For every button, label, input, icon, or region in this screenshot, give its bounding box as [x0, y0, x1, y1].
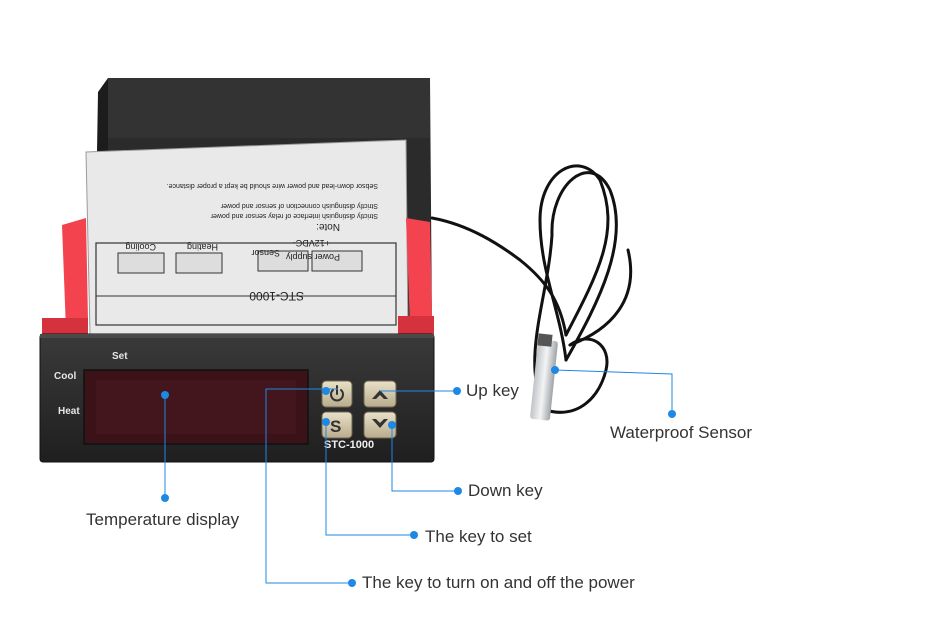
- set-key[interactable]: S: [321, 411, 353, 439]
- sensor-cable: [430, 164, 633, 414]
- set-indicator-label: Set: [112, 351, 128, 362]
- terminal-blocks: [117, 250, 363, 274]
- callout-dots: [161, 366, 676, 587]
- temperature-display: [83, 369, 309, 445]
- panel-labels: Set Cool Heat: [54, 351, 128, 417]
- power-key[interactable]: [321, 380, 353, 408]
- wiring-label: STC-1000 Power supply Sensor +12VDC- Hea…: [85, 139, 409, 335]
- power-icon: [330, 385, 344, 402]
- callout-lines: [164, 369, 673, 584]
- down-key-leader: [391, 425, 458, 492]
- label-power-supply: Power supply: [285, 252, 340, 262]
- waterproof-sensor-callout: Waterproof Sensor: [610, 423, 753, 442]
- chevron-down-icon: [372, 419, 388, 428]
- waterproof-sensor-probe: [530, 333, 558, 421]
- sensor-leader: [554, 369, 673, 414]
- label-cooling: Cooling: [125, 242, 156, 252]
- label-text: STC-1000 Power supply Sensor +12VDC- Hea…: [125, 182, 378, 303]
- label-model: STC-1000: [249, 289, 304, 303]
- label-note-3: Strictly distinguish interface of relay …: [210, 212, 378, 219]
- temperature-display-callout: Temperature display: [86, 510, 240, 529]
- mounting-clip-right: [398, 218, 434, 334]
- mounting-clip-left: [42, 218, 88, 336]
- power-key-callout: The key to turn on and off the power: [362, 573, 635, 592]
- label-voltage: +12VDC-: [293, 238, 330, 248]
- label-note-1: Sebsor down-lead and power wire should b…: [167, 182, 378, 189]
- power-key-leader: [265, 388, 352, 584]
- up-key-callout: Up key: [466, 381, 519, 400]
- up-key[interactable]: [363, 380, 397, 408]
- label-sensor: Sensor: [251, 248, 280, 258]
- set-key-callout: The key to set: [425, 527, 532, 546]
- heat-indicator-label: Heat: [58, 406, 80, 417]
- label-heating: Heating: [187, 242, 218, 252]
- cool-indicator-label: Cool: [54, 371, 76, 382]
- set-key-leader: [325, 422, 414, 536]
- down-key-callout: Down key: [468, 481, 543, 500]
- label-note-title: Note:: [316, 221, 340, 232]
- model-label: STC-1000: [324, 439, 374, 451]
- label-note-2: Strictly distinguish connection of senso…: [220, 202, 378, 209]
- set-key-glyph: S: [330, 417, 341, 436]
- chevron-up-icon: [372, 390, 388, 399]
